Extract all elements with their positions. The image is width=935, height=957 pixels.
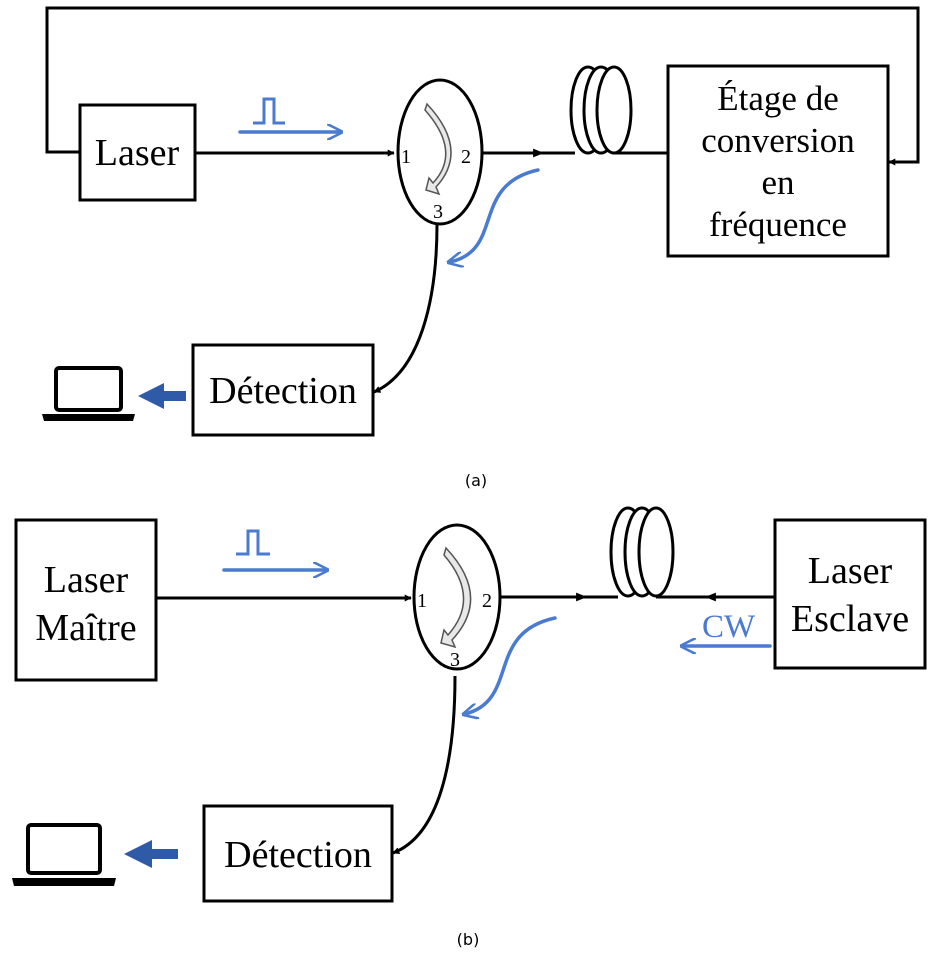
output-arrow	[138, 383, 186, 409]
detection-label: Détection	[209, 370, 357, 412]
circulator-to-detection-wire	[392, 675, 457, 855]
pulse-icon	[236, 529, 270, 556]
circulator-to-detection-wire	[373, 223, 439, 394]
feedback-loop-wire	[45, 6, 920, 166]
laptop-icon	[42, 366, 135, 421]
laser-label: Laser	[95, 132, 180, 174]
cw-label: CW	[702, 609, 756, 645]
caption-b: (b)	[457, 930, 480, 949]
frequency-conversion-box	[666, 64, 890, 258]
slave-laser-box	[773, 518, 927, 670]
detection-box	[202, 804, 394, 903]
detection-box	[191, 343, 375, 437]
laptop-icon	[12, 823, 116, 886]
port-1-label: 1	[401, 146, 411, 168]
port-2-label: 2	[461, 146, 471, 168]
converter-label-line1: Étage de	[717, 79, 838, 118]
master-laser-label-line1: Laser	[44, 559, 129, 601]
master-laser-box	[14, 518, 158, 682]
converter-label-line3: en	[761, 163, 794, 202]
fiber-coil-icon	[609, 506, 675, 598]
panel-a: Laser 1 2 3 Étage de conversion en fréqu…	[42, 6, 920, 437]
slave-laser-label-line1: Laser	[808, 550, 893, 592]
port-3-label: 3	[433, 201, 443, 223]
fiber-coil-icon	[569, 65, 633, 155]
pulse-icon	[253, 97, 285, 125]
port-1-label: 1	[417, 590, 427, 612]
slave-laser-label-line2: Esclave	[791, 598, 909, 640]
panel-b: Laser Maître 1 2 3 CW Laser Esclav	[12, 506, 927, 903]
detection-label: Détection	[224, 834, 372, 876]
port-3-label: 3	[450, 649, 460, 671]
backscatter-arrow	[450, 168, 540, 262]
circulator-icon	[396, 78, 484, 226]
master-laser-label-line2: Maître	[35, 607, 136, 649]
backscatter-arrow	[465, 616, 557, 714]
converter-label-line2: conversion	[701, 121, 855, 160]
output-arrow	[124, 840, 178, 868]
port-2-label: 2	[482, 590, 492, 612]
caption-a: (a)	[465, 471, 487, 490]
converter-label-line4: fréquence	[709, 205, 847, 244]
